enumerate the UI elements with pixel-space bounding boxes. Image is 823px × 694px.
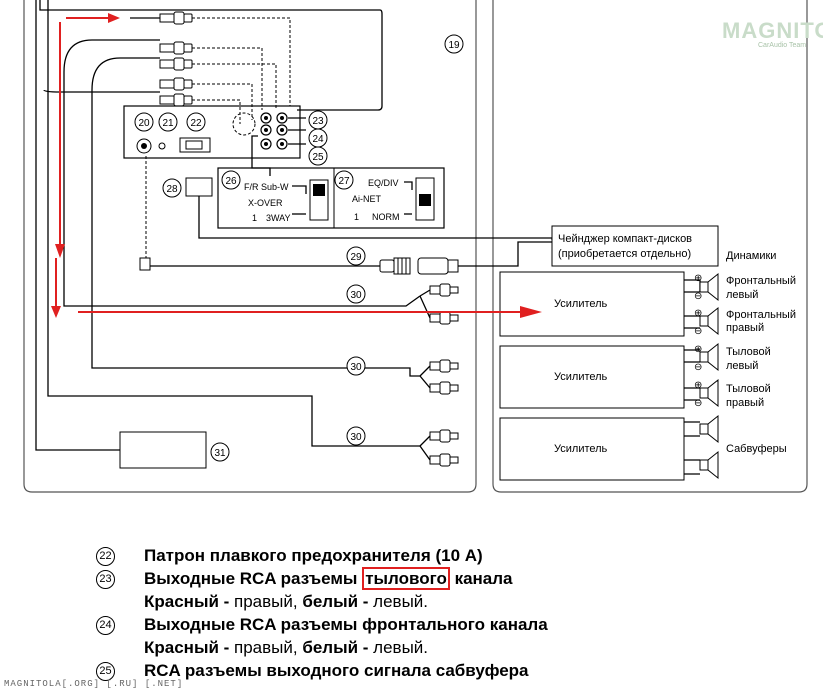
legend-23-highlight: тылового — [362, 567, 450, 590]
legend-23-dash1: - — [218, 592, 235, 611]
callout-29: 29 — [350, 252, 362, 263]
rca-splits-amps — [419, 283, 459, 467]
legend-text-24: Выходные RCA разъемы фронтального канала — [144, 615, 548, 634]
speaker-front-left-1: Фронтальный — [726, 275, 796, 287]
svg-text:⊖: ⊖ — [694, 362, 702, 373]
speaker-rear-right-2: правый — [726, 397, 764, 409]
callout-21: 21 — [162, 118, 174, 129]
legend-24-dash2: - — [358, 638, 374, 657]
legend-code-23: 23 — [96, 570, 115, 589]
cd-changer-box — [551, 225, 719, 267]
switch-panel — [217, 167, 445, 229]
callout-30-front: 30 — [350, 290, 362, 301]
legend-23-red: Красный — [144, 592, 219, 611]
wiring-diagram: ⊕ ⊖ ⊕ ⊖ ⊕ ⊖ ⊕ ⊖ 19 20 21 22 23 — [23, 0, 808, 493]
speaker-rear-left-2: левый — [726, 360, 758, 372]
speaker-rear-left-1: Тыловой — [726, 346, 771, 358]
callout-28: 28 — [166, 184, 178, 195]
legend-24-white: белый — [302, 638, 359, 657]
legend-text-25: RCA разъемы выходного сигнала сабвуфера — [144, 661, 529, 680]
speakers: ⊕ ⊖ ⊕ ⊖ ⊕ ⊖ ⊕ ⊖ — [684, 272, 719, 480]
footer-watermark: MAGNITOLA[.ORG] [.RU] [.NET] — [4, 679, 184, 689]
speaker-front-right-2: правый — [726, 322, 764, 334]
legend-row-22: 22 Патрон плавкого предохранителя (10 А) — [96, 544, 796, 567]
amp-label-rear: Усилитель — [554, 371, 608, 383]
svg-text:⊕: ⊕ — [694, 380, 702, 391]
legend-code-22: 22 — [96, 547, 115, 566]
speaker-rear-right-1: Тыловой — [726, 383, 771, 395]
callout-22: 22 — [190, 118, 202, 129]
speakers-title: Динамики — [726, 250, 776, 262]
legend-row-23-colors: Красный - правый, белый - левый. — [96, 590, 796, 613]
three-way-label: 3WAY — [266, 213, 291, 223]
speaker-front-right-1: Фронтальный — [726, 309, 796, 321]
callouts: 19 20 21 22 23 24 25 26 27 28 29 30 30 3… — [134, 34, 464, 462]
callout-19: 19 — [448, 40, 460, 51]
legend-24-right: правый, — [234, 638, 303, 657]
legend-row-24: 24 Выходные RCA разъемы фронтального кан… — [96, 613, 796, 636]
xover-label: X-OVER — [248, 198, 283, 208]
changer-line1: Чейнджер компакт-дисков — [558, 233, 692, 245]
svg-text:⊕: ⊕ — [694, 273, 702, 284]
legend-text-22: Патрон плавкого предохранителя (10 А) — [144, 546, 483, 565]
norm-label: NORM — [372, 212, 400, 222]
fuse-holder — [139, 156, 213, 271]
speaker-subwoofers: Сабвуферы — [726, 443, 787, 455]
svg-text:⊖: ⊖ — [694, 398, 702, 409]
legend-24-dash1: - — [218, 638, 235, 657]
legend-24-red: Красный — [144, 638, 219, 657]
watermark-tagline: CarAudio Team — [758, 42, 807, 49]
speaker-front-left-2: левый — [726, 289, 758, 301]
rear-panel — [123, 105, 306, 176]
eq-div-label: EQ/DIV — [368, 178, 399, 188]
svg-text:⊖: ⊖ — [694, 326, 702, 337]
callout-30-rear: 30 — [350, 362, 362, 373]
legend-row-25: 25 RCA разъемы выходного сигнала сабвуфе… — [96, 659, 796, 682]
legend-23-colors-text: Красный - правый, белый - левый. — [144, 590, 428, 613]
svg-text:⊕: ⊕ — [694, 344, 702, 355]
svg-text:⊕: ⊕ — [694, 308, 702, 319]
legend-23-end: канала — [449, 569, 513, 588]
callout-31: 31 — [214, 448, 226, 459]
amp-label-front: Усилитель — [554, 298, 608, 310]
red-arrows — [51, 13, 542, 318]
legend-row-23: 23 Выходные RCA разъемы тылового канала — [96, 567, 796, 590]
legend-text-23: Выходные RCA разъемы тылового канала — [144, 567, 513, 590]
amplifier-boxes — [499, 271, 685, 481]
fr-sub-label: F/R Sub-W — [244, 182, 289, 192]
amp-label-sub: Усилитель — [554, 443, 608, 455]
legend-code-25: 25 — [96, 662, 115, 681]
ai-net-label: Ai-NET — [352, 194, 382, 204]
callout-24: 24 — [312, 134, 324, 145]
callout-25: 25 — [312, 152, 324, 163]
svg-text:⊖: ⊖ — [694, 291, 702, 302]
callout-27: 27 — [338, 176, 350, 187]
legend-24-colors-text: Красный - правый, белый - левый. — [144, 636, 428, 659]
power-box — [119, 431, 207, 469]
norm-mark: 1 — [354, 212, 359, 222]
cd-changer-plugs — [379, 257, 459, 275]
watermark-text: MAGNITOLA — [722, 18, 823, 43]
legend-24-left: левый. — [373, 638, 429, 657]
legend-23-start: Выходные RCA разъемы — [144, 569, 363, 588]
watermark-logo: MAGNITOLA CarAudio Team — [722, 18, 823, 49]
callout-23: 23 — [312, 116, 324, 127]
way-mark: 1 — [252, 213, 257, 223]
rca-plugs-top — [159, 11, 291, 124]
legend-23-white: белый — [302, 592, 359, 611]
legend-row-24-colors: Красный - правый, белый - левый. — [96, 636, 796, 659]
callout-20: 20 — [138, 118, 150, 129]
callout-26: 26 — [225, 176, 237, 187]
legend-23-right: правый, — [234, 592, 303, 611]
changer-line2: (приобретается отдельно) — [558, 248, 691, 260]
main-wires — [35, 0, 553, 451]
speaker-area-outline — [492, 0, 808, 493]
legend-23-dash2: - — [358, 592, 374, 611]
callout-30-sub: 30 — [350, 432, 362, 443]
legend: 22 Патрон плавкого предохранителя (10 А)… — [96, 544, 796, 682]
legend-23-left: левый. — [373, 592, 429, 611]
head-unit-outline — [23, 0, 477, 493]
legend-code-24: 24 — [96, 616, 115, 635]
